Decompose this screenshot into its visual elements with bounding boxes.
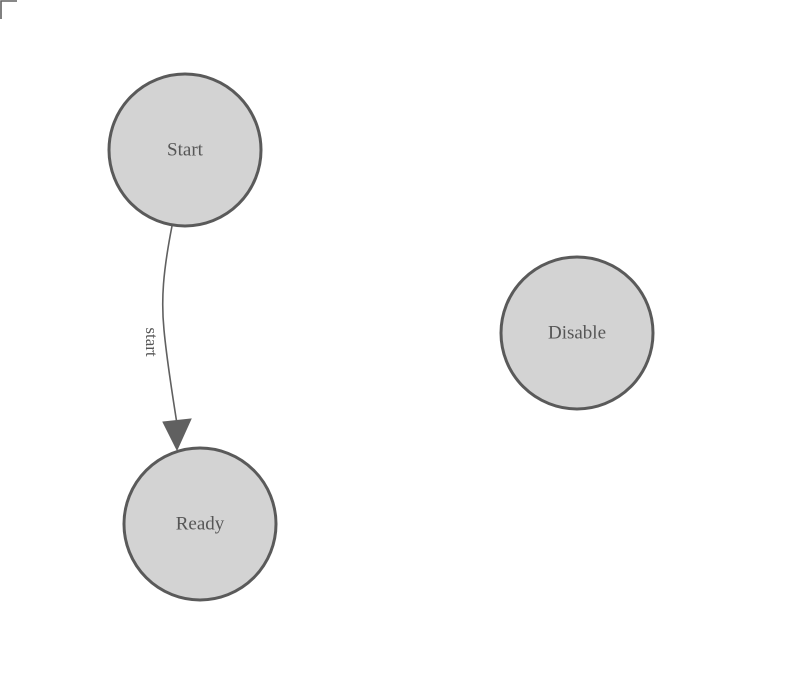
edge-label-start: start xyxy=(142,327,161,357)
node-start-circle[interactable] xyxy=(107,72,263,228)
node-ready[interactable]: Ready xyxy=(122,446,278,602)
node-ready-circle[interactable] xyxy=(122,446,278,602)
edge-start-to-ready[interactable]: start xyxy=(142,225,192,452)
edge-line xyxy=(161,225,178,425)
top-left-corner-mark xyxy=(0,0,17,19)
node-disable-label: Disable xyxy=(548,322,606,343)
node-ready-label: Ready xyxy=(176,513,225,534)
node-disable[interactable]: Disable xyxy=(499,255,655,411)
arrowhead-icon xyxy=(162,418,192,452)
node-start[interactable]: Start xyxy=(107,72,263,228)
node-disable-circle[interactable] xyxy=(499,255,655,411)
node-start-label: Start xyxy=(167,139,204,160)
